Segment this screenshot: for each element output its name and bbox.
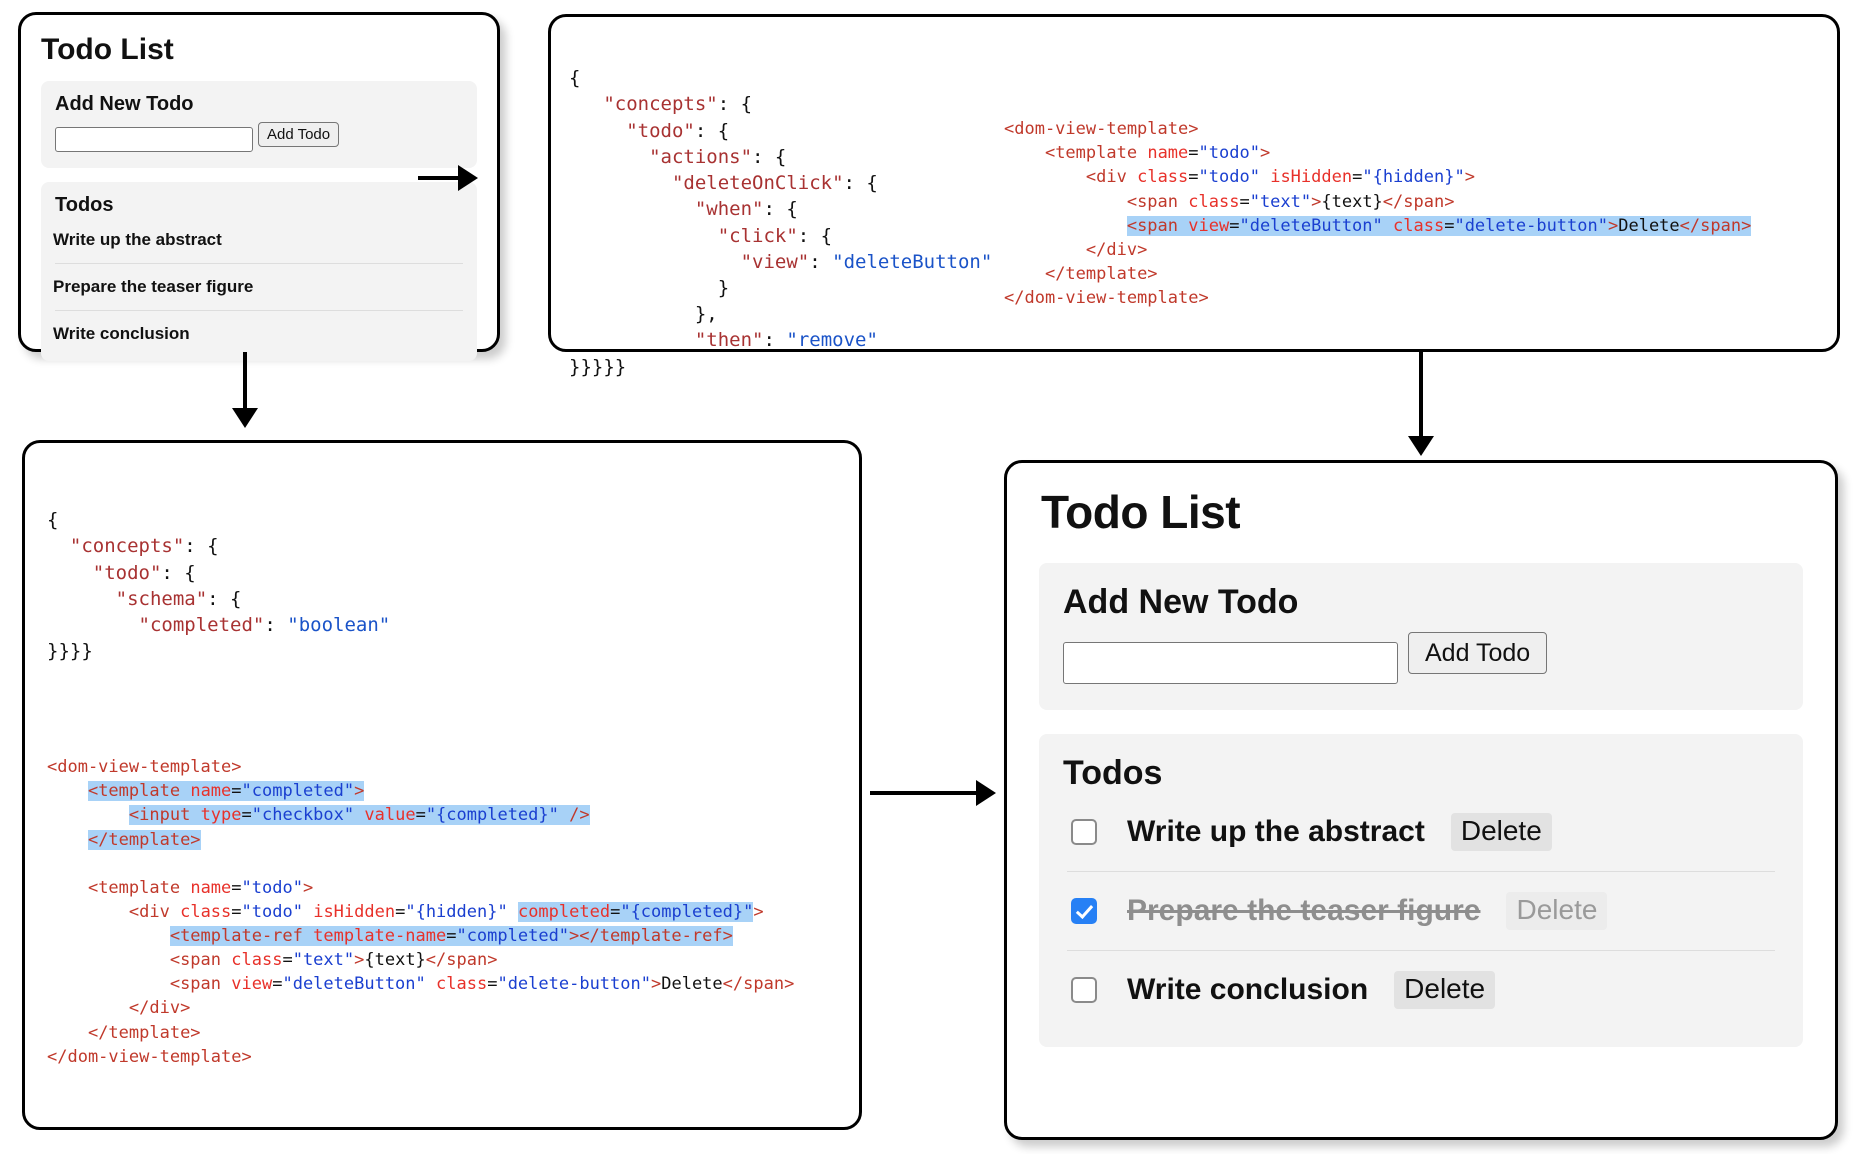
todo-label: Write conclusion <box>1127 973 1369 1006</box>
top-right-spec-panel: { "concepts": { "todo": { "actions": { "… <box>548 14 1840 378</box>
todos-heading: Todos <box>55 194 114 216</box>
page-title: Todo List <box>1041 486 1241 538</box>
arrow-bottom-left-to-big-app <box>870 778 996 808</box>
list-item[interactable]: Write up the abstract Delete <box>1039 793 1803 871</box>
delete-button[interactable]: Delete <box>1506 892 1608 930</box>
list-separator <box>1067 871 1775 872</box>
bottom-left-json-code: { "concepts": { "todo": { "schema": { "c… <box>47 509 391 663</box>
arrow-small-app-to-bottom-left <box>230 352 260 428</box>
new-todo-input[interactable] <box>55 127 253 152</box>
bottom-left-spec-panel: { "concepts": { "todo": { "schema": { "c… <box>22 440 862 1130</box>
add-new-todo-card: Add New Todo Add Todo <box>1039 563 1803 710</box>
list-separator <box>1067 950 1775 951</box>
todo-label: Prepare the teaser figure <box>53 277 254 296</box>
list-item[interactable]: Prepare the teaser figure <box>41 264 477 310</box>
delete-button[interactable]: Delete <box>1394 971 1496 1009</box>
top-right-json-code: { "concepts": { "todo": { "actions": { "… <box>569 67 993 378</box>
arrow-top-right-to-big-app <box>1406 352 1436 456</box>
list-item[interactable]: Write conclusion Delete <box>1039 951 1803 1029</box>
small-todo-app-panel: Todo List Add New Todo Add Todo Todos Wr… <box>18 12 500 361</box>
add-new-todo-card: Add New Todo Add Todo <box>41 81 477 168</box>
list-item[interactable]: Prepare the teaser figure Delete <box>1039 872 1803 950</box>
todo-checkbox[interactable] <box>1071 898 1097 924</box>
arrow-small-app-to-top-right <box>418 163 478 193</box>
new-todo-input[interactable] <box>1063 642 1398 684</box>
delete-button[interactable]: Delete <box>1450 813 1552 851</box>
list-item[interactable]: Write conclusion <box>41 311 477 357</box>
todo-checkbox[interactable] <box>1071 819 1097 845</box>
list-separator <box>55 310 463 311</box>
page-title: Todo List <box>41 33 174 66</box>
todo-label: Write up the abstract <box>1127 815 1425 848</box>
big-todo-app-panel: Todo List Add New Todo Add Todo Todos Wr… <box>1004 460 1838 1140</box>
todo-label: Write up the abstract <box>53 230 222 249</box>
todo-label: Prepare the teaser figure <box>1127 894 1481 927</box>
todos-card: Todos Write up the abstract Prepare the … <box>41 182 477 361</box>
list-item[interactable]: Write up the abstract <box>41 217 477 263</box>
todos-card: Todos Write up the abstract Delete Prepa… <box>1039 734 1803 1047</box>
list-separator <box>55 263 463 264</box>
todos-heading: Todos <box>1063 754 1163 792</box>
add-new-todo-heading: Add New Todo <box>1063 583 1299 621</box>
todo-checkbox[interactable] <box>1071 977 1097 1003</box>
add-todo-button[interactable]: Add Todo <box>1408 632 1548 674</box>
bottom-left-xml-code: <dom-view-template> <template name="comp… <box>47 757 795 1067</box>
add-new-todo-heading: Add New Todo <box>55 93 194 115</box>
todo-label: Write conclusion <box>53 324 190 343</box>
top-right-xml-code: <dom-view-template> <template name="todo… <box>1004 119 1752 308</box>
add-todo-button[interactable]: Add Todo <box>258 121 340 147</box>
